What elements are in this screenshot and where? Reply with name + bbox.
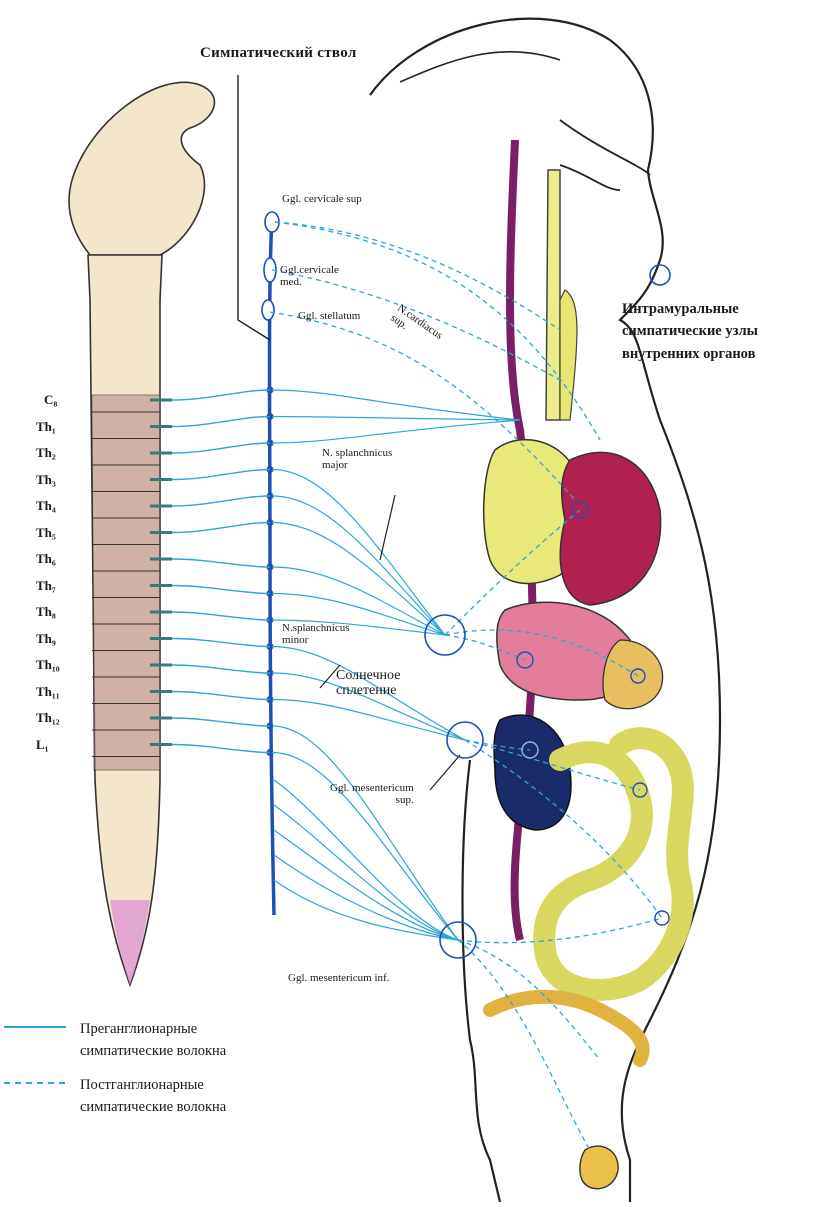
colon bbox=[490, 997, 643, 1060]
legend-postganglionic-label: Постганглионарные симпатические волокна bbox=[80, 1074, 226, 1119]
segment-label: Th₂ bbox=[36, 445, 56, 461]
segment-label: Th₁₂ bbox=[36, 710, 60, 726]
segment-label: Th₃ bbox=[36, 472, 56, 488]
intramural-nodes-label: Интрамуральные симпатические узлы внутре… bbox=[622, 298, 758, 365]
preganglionic-fiber bbox=[172, 612, 270, 620]
ganglion-cervicale-med-label: Ggl.cervicale med. bbox=[280, 264, 339, 288]
segment-label: L₁ bbox=[36, 737, 49, 753]
splanchnic-fiber bbox=[272, 753, 458, 941]
splanchnic-fiber bbox=[272, 417, 520, 421]
larynx bbox=[560, 290, 577, 420]
preganglionic-fiber bbox=[172, 470, 270, 480]
intramural-legend-circle bbox=[650, 265, 670, 285]
preganglionic-fiber bbox=[172, 692, 270, 700]
preganglionic-fibers bbox=[172, 390, 520, 940]
intramural-node-colon bbox=[655, 911, 669, 925]
splanchnic-major-pointer bbox=[380, 495, 395, 560]
n-splanchnicus-minor-label: N.splanchnicus minor bbox=[282, 622, 350, 646]
cervical-ganglion bbox=[262, 300, 274, 320]
preganglionic-fiber bbox=[172, 745, 270, 753]
solar-plexus-label: Солнечное сплетение bbox=[336, 668, 400, 699]
splanchnic-fiber bbox=[272, 700, 465, 741]
preganglionic-fiber bbox=[172, 496, 270, 506]
segment-label: Th₁ bbox=[36, 419, 56, 435]
heart bbox=[560, 452, 660, 605]
lumbar-splanchnic-fiber bbox=[274, 805, 458, 940]
diagram-title: Симпатический ствол bbox=[200, 45, 357, 62]
splanchnic-fiber bbox=[272, 390, 520, 420]
spleen bbox=[603, 640, 662, 709]
preganglionic-fiber bbox=[172, 443, 270, 453]
preganglionic-fiber bbox=[172, 718, 270, 726]
lumbar-splanchnic-fiber bbox=[274, 830, 458, 940]
kidney bbox=[494, 715, 571, 830]
segment-label: Th₄ bbox=[36, 498, 56, 514]
segment-label: C₈ bbox=[44, 392, 57, 408]
trachea bbox=[546, 170, 560, 420]
segment-label: Th₁₁ bbox=[36, 684, 60, 700]
preganglionic-fiber bbox=[172, 559, 270, 567]
splanchnic-fiber bbox=[272, 470, 445, 636]
preganglionic-fiber bbox=[172, 586, 270, 594]
ganglion-stellatum-label: Ggl. stellatum bbox=[298, 310, 360, 322]
preganglionic-fiber bbox=[172, 390, 270, 400]
segment-label: Th₈ bbox=[36, 604, 56, 620]
segment-label: Th₉ bbox=[36, 631, 56, 647]
preganglionic-fiber bbox=[172, 417, 270, 427]
segment-label: Th₇ bbox=[36, 578, 56, 594]
postganglionic-fiber bbox=[458, 918, 662, 943]
segment-label: Th₅ bbox=[36, 525, 56, 541]
preganglionic-fiber bbox=[172, 523, 270, 533]
ganglion-mesentericum-sup-label: Ggl. mesentericum sup. bbox=[330, 782, 414, 806]
nose-mouth-outline bbox=[560, 120, 650, 190]
segment-label: Th₁₀ bbox=[36, 657, 60, 673]
splanchnic-fiber bbox=[272, 496, 445, 635]
ganglion-mesentericum-inf-label: Ggl. mesentericum inf. bbox=[288, 972, 389, 984]
preganglionic-fiber bbox=[172, 665, 270, 673]
splanchnic-fiber bbox=[272, 420, 520, 443]
ganglion-cervicale-sup-label: Ggl. cervicale sup bbox=[282, 193, 362, 205]
n-splanchnicus-major-label: N. splanchnicus major bbox=[322, 447, 392, 471]
legend-swatches bbox=[0, 1015, 70, 1095]
legend-preganglionic-label: Преганглионарные симпатические волокна bbox=[80, 1018, 226, 1063]
preganglionic-fiber bbox=[172, 639, 270, 647]
brain-stem bbox=[69, 82, 214, 255]
head-inner-outline bbox=[400, 52, 560, 82]
bladder bbox=[580, 1146, 618, 1189]
splanchnic-fiber bbox=[272, 523, 445, 636]
spinal-thoracic-section bbox=[92, 395, 160, 770]
mesenteric-sup-pointer bbox=[430, 755, 460, 790]
segment-label: Th₆ bbox=[36, 551, 56, 567]
